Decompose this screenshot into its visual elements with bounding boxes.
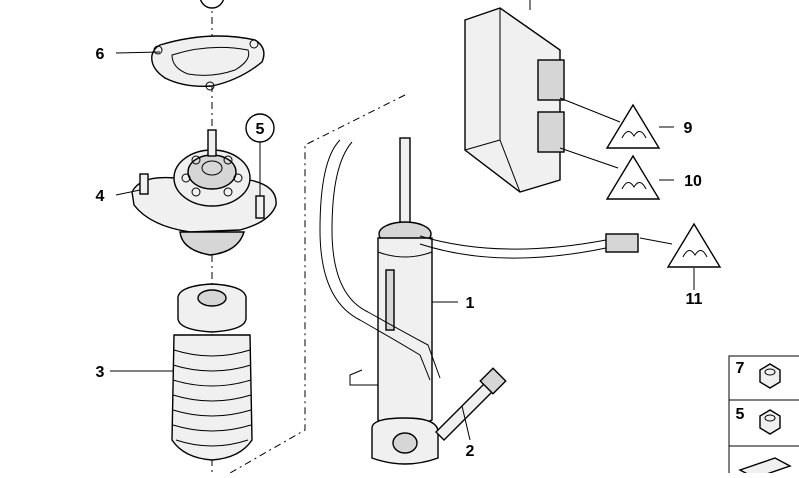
- callout-2: 2: [466, 443, 475, 460]
- callout-7-side: 7: [736, 360, 745, 377]
- callout-4: 4: [96, 188, 105, 205]
- bump-stop: [177, 283, 247, 333]
- callout-10: 10: [684, 173, 702, 190]
- callout-11: 11: [686, 291, 703, 308]
- callout-6: 6: [96, 46, 105, 63]
- callout-9: 9: [684, 120, 693, 137]
- control-unit: [464, 0, 565, 193]
- warning-triangle-icon: [605, 154, 661, 200]
- protective-tube: [171, 334, 253, 461]
- top-mount: [131, 129, 277, 256]
- warning-triangle-icon: [605, 103, 661, 149]
- callout-5-side: 5: [736, 406, 745, 423]
- callout-5-circle: 5: [245, 113, 275, 143]
- callout-1: 1: [466, 295, 475, 312]
- warning-triangle-icon: [666, 222, 722, 268]
- shock-absorber: [319, 137, 639, 465]
- nut-icon: [759, 409, 781, 435]
- callout-5-circle-label: 5: [256, 121, 265, 138]
- callout-top-circle: [199, 0, 225, 9]
- leader-lines: [110, 51, 695, 441]
- gasket: [151, 35, 265, 91]
- nut-icon: [759, 363, 781, 389]
- callout-3: 3: [96, 364, 105, 381]
- bolt: [435, 367, 507, 441]
